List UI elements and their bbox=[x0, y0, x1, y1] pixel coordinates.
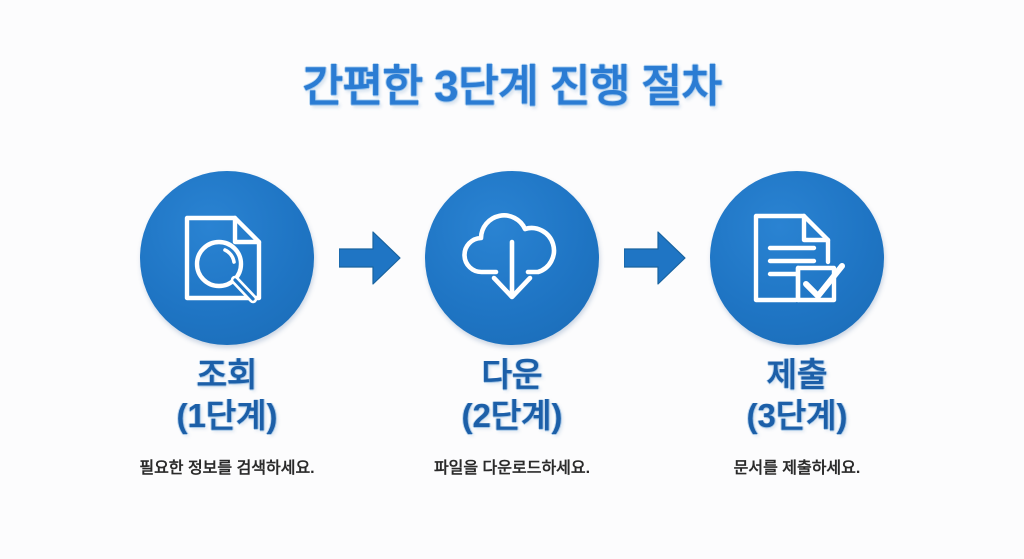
step-3-circle bbox=[710, 170, 884, 345]
step-1-name: 조회 bbox=[196, 356, 258, 393]
step-3-stage: (3단계) bbox=[746, 396, 848, 434]
step-3-name: 제출 bbox=[766, 356, 828, 393]
step-1-stage: (1단계) bbox=[176, 396, 278, 434]
arrow-right-icon bbox=[623, 230, 686, 285]
document-check-icon bbox=[746, 204, 848, 312]
steps-caption-row: 조회 (1단계) 필요한 정보를 검색하세요. 다운 (2단계) 파일을 다운로… bbox=[0, 355, 1024, 478]
step-1-circle bbox=[140, 170, 314, 345]
connector-arrow-1 bbox=[314, 230, 425, 285]
arrow-right-icon bbox=[338, 230, 401, 285]
step-2-description: 파일을 다운로드하세요. bbox=[433, 460, 591, 478]
step-1-description: 필요한 정보를 검색하세요. bbox=[139, 460, 315, 478]
step-2-name: 다운 bbox=[481, 356, 543, 393]
step-3-description: 문서를 제출하세요. bbox=[733, 460, 861, 478]
step-1-caption: 조회 (1단계) 필요한 정보를 검색하세요. bbox=[85, 355, 370, 478]
step-3-caption: 제출 (3단계) 문서를 제출하세요. bbox=[655, 355, 940, 478]
cloud-download-icon bbox=[460, 208, 564, 308]
page-title: 간편한 3단계 진행 절차 bbox=[302, 62, 722, 111]
step-2-caption: 다운 (2단계) 파일을 다운로드하세요. bbox=[370, 355, 655, 478]
step-2-circle bbox=[425, 170, 599, 345]
step-2-stage: (2단계) bbox=[461, 396, 563, 434]
connector-arrow-2 bbox=[599, 230, 710, 285]
steps-icon-row bbox=[0, 170, 1024, 345]
document-search-icon bbox=[177, 204, 277, 312]
